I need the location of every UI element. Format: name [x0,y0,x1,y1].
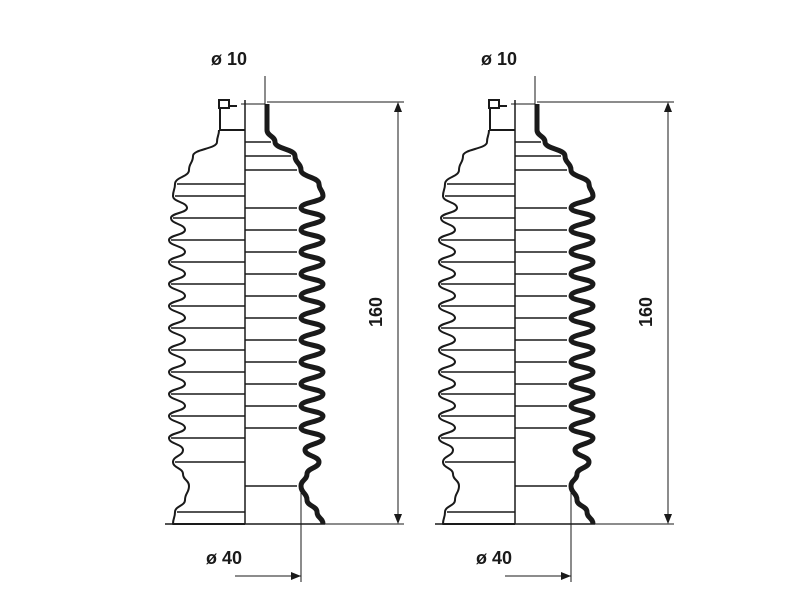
collar-ring [218,99,230,109]
outer-profile [438,129,515,525]
collar-ring [488,99,500,109]
section-wall [264,103,326,525]
bottom-dim-arrow [291,572,301,580]
bottom-diameter-label: ø 40 [476,548,512,568]
height-arrow-top [394,102,402,112]
neck-outline [219,105,245,131]
outer-profile [168,129,245,525]
bellows-boot-right: ø 10 ø 40 160 [435,49,674,582]
height-arrow-bottom [664,514,672,524]
top-diameter-label: ø 10 [211,49,247,69]
dimension-lines [505,76,674,582]
height-arrow-top [664,102,672,112]
bottom-diameter-label: ø 40 [206,548,242,568]
bellows-outline [165,99,326,525]
bellows-outline [435,99,596,525]
bottom-dim-arrow [561,572,571,580]
section-wall [534,104,596,525]
top-diameter-label: ø 10 [481,49,517,69]
height-label: 160 [366,297,386,327]
height-label: 160 [636,297,656,327]
dimension-lines [235,76,404,582]
height-arrow-bottom [394,514,402,524]
bellows-boot-left: ø 10 ø 40 160 [165,49,404,582]
neck-outline [489,105,515,131]
